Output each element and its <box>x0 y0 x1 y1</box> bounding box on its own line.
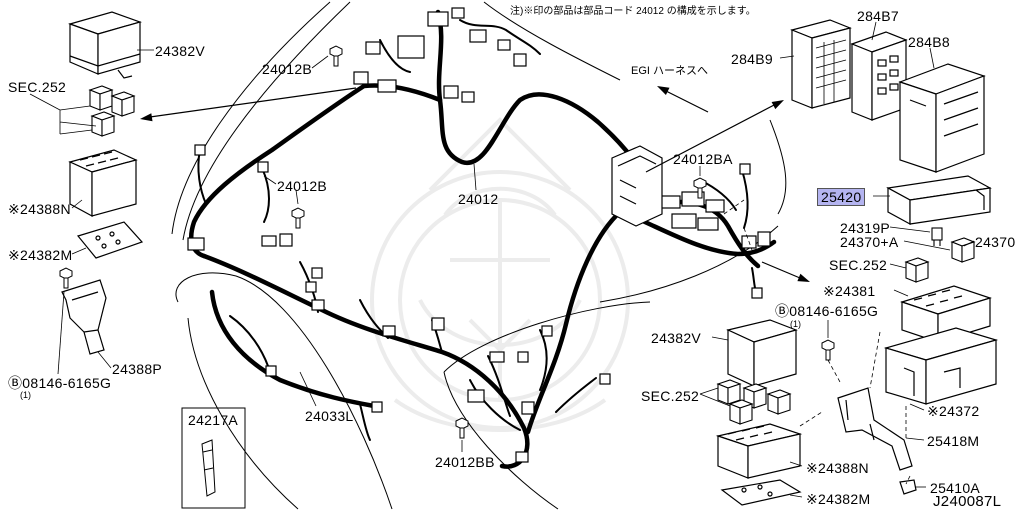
callout-24012[interactable]: 24012 <box>458 191 499 207</box>
clip-25410a <box>899 479 917 495</box>
callout-24381[interactable]: ※24381 <box>823 283 876 299</box>
callout-24012b-middle[interactable]: 24012B <box>277 178 328 194</box>
holder-tray-24372 <box>883 327 999 405</box>
callout-25420[interactable]: 25420 <box>817 188 866 206</box>
part-25420 <box>886 175 992 226</box>
bolt-right-08146 <box>821 339 835 361</box>
callout-24012bb[interactable]: 24012BB <box>435 454 495 470</box>
callout-24217a[interactable]: 24217A <box>188 412 239 428</box>
relay-24370 <box>951 237 975 263</box>
leader-lines <box>29 21 975 498</box>
assembly-note: 注)※印の部品は部品コード 24012 の構成を示します。 <box>510 6 756 17</box>
relay-cover-24382v-left <box>68 11 142 79</box>
junction-block-drawing <box>611 145 663 227</box>
callout-284b7[interactable]: 284B7 <box>857 8 899 24</box>
relay-block-24388n-left <box>68 149 138 218</box>
callout-24382v-left[interactable]: 24382V <box>155 43 206 59</box>
inset-24217a <box>181 407 246 509</box>
callout-24388n-left[interactable]: ※24388N <box>8 201 71 217</box>
callout-24012ba[interactable]: 24012BA <box>673 151 733 167</box>
callout-bolt-left[interactable]: Ⓑ08146-6165G <box>8 375 112 391</box>
callout-25418m[interactable]: 25418M <box>927 433 980 449</box>
callout-24319p[interactable]: 24319P <box>840 220 891 236</box>
callout-24370a[interactable]: 24370+A <box>840 234 899 250</box>
relay-plate-24382m-right <box>720 479 802 506</box>
callout-24033l[interactable]: 24033L <box>305 408 354 424</box>
bracket-25418m <box>837 387 913 471</box>
relays-sec252-left <box>89 85 135 137</box>
callout-sec252-left[interactable]: SEC.252 <box>8 79 67 95</box>
bracket-24388p <box>61 279 107 355</box>
harness-branch-wires <box>197 19 757 441</box>
vehicle-body-outline <box>171 1 787 510</box>
relay-cover-24382v-right <box>726 319 798 387</box>
callout-284b8[interactable]: 284B8 <box>908 34 950 50</box>
callout-24372[interactable]: ※24372 <box>927 403 980 419</box>
connector-24319p <box>931 227 943 246</box>
bolt-left-08146 <box>59 267 73 289</box>
diagram-code: J240087L <box>933 493 1002 510</box>
callout-284b9[interactable]: 284B9 <box>731 51 773 67</box>
callout-bolt-right[interactable]: Ⓑ08146-6165G <box>775 303 879 319</box>
callout-bolt-right-qty: (1) <box>790 319 801 329</box>
bolt-24012b-middle <box>291 207 305 229</box>
callout-24370[interactable]: 24370 <box>975 234 1016 250</box>
callout-24388p[interactable]: 24388P <box>112 361 163 377</box>
callout-sec252-right[interactable]: SEC.252 <box>829 257 888 273</box>
fuse-box-284b9 <box>790 19 852 109</box>
bolt-24012b-upper <box>329 45 343 67</box>
relay-plate-24382m-left <box>76 221 144 259</box>
callout-24012b-upper[interactable]: 24012B <box>262 61 313 77</box>
relay-sec252-right <box>905 257 929 283</box>
fuse-box-284b7 <box>850 31 908 121</box>
callout-25410a[interactable]: 25410A <box>930 480 981 496</box>
egi-harness-arrow-label: EGI ハーネスへ <box>631 65 709 77</box>
callout-bolt-left-qty: (1) <box>20 390 31 400</box>
callout-24382m-right[interactable]: ※24382M <box>806 491 871 507</box>
direction-arrows <box>140 86 810 282</box>
relays-sec252-lower-right <box>717 379 791 425</box>
main-harness-24012-drawing <box>189 9 777 469</box>
callout-sec252-lower-right[interactable]: SEC.252 <box>641 388 700 404</box>
harness-connectors <box>187 7 771 463</box>
callout-24388n-right[interactable]: ※24388N <box>806 460 869 476</box>
relay-block-24388n-right <box>715 423 803 479</box>
fuse-box-284b8 <box>898 63 986 173</box>
callout-24382v-right[interactable]: 24382V <box>651 330 702 346</box>
callout-24382m-left[interactable]: ※24382M <box>8 247 73 263</box>
assembly-dashed-lines <box>723 199 911 485</box>
